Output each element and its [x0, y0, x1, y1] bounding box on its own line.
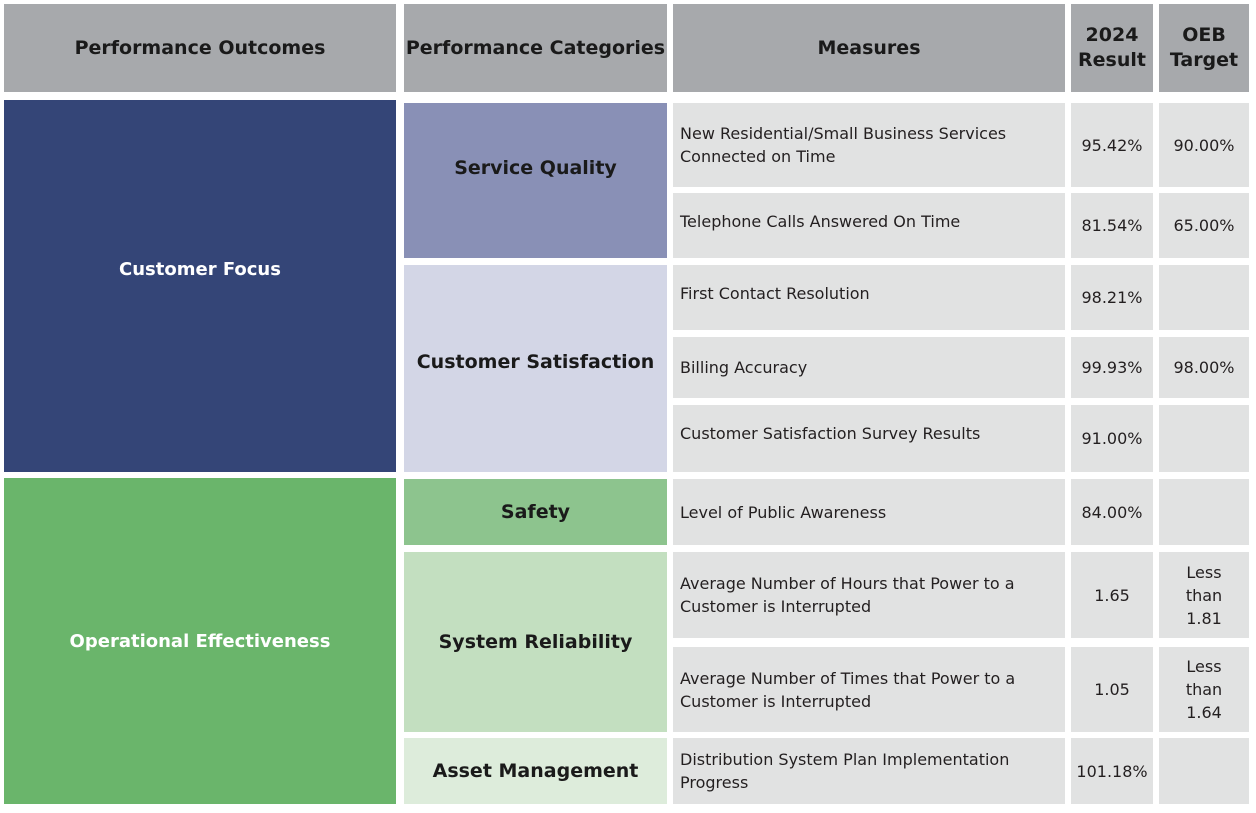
result-cell: 98.21%: [1071, 265, 1153, 330]
target-cell: [1159, 479, 1249, 545]
header-performance-outcomes: Performance Outcomes: [4, 4, 396, 92]
category-service-quality: Service Quality: [404, 103, 667, 258]
measure-public-awareness: Level of Public Awareness: [680, 502, 887, 522]
measure-customer-satisfaction-survey: Customer Satisfaction Survey Results: [680, 424, 981, 443]
category-customer-satisfaction: Customer Satisfaction: [404, 265, 667, 472]
result-value: 81.54%: [1081, 216, 1143, 235]
target-cell: Less than 1.81: [1159, 552, 1249, 638]
outcome-customer-focus: Customer Focus: [4, 100, 396, 472]
result-value: 95.42%: [1081, 135, 1143, 155]
result-cell: 84.00%: [1071, 479, 1153, 545]
result-cell: 81.54%: [1071, 193, 1153, 258]
measure-cell: Distribution System Plan Implementation …: [673, 738, 1065, 804]
measure-cell: Average Number of Hours that Power to a …: [673, 552, 1065, 638]
result-value: 1.05: [1094, 680, 1130, 699]
measure-cell: New Residential/Small Business Services …: [673, 103, 1065, 187]
measure-cell: Telephone Calls Answered On Time: [673, 193, 1065, 258]
header-target-line2: Target: [1169, 49, 1239, 71]
result-cell: 1.05: [1071, 647, 1153, 732]
measure-billing-accuracy: Billing Accuracy: [680, 358, 808, 377]
category-asset-management-label: Asset Management: [432, 760, 639, 782]
header-measures: Measures: [673, 4, 1065, 92]
category-safety-label: Safety: [500, 501, 571, 523]
header-oeb-target: OEB Target: [1159, 4, 1249, 92]
measure-cell: Customer Satisfaction Survey Results: [673, 405, 1065, 472]
result-value: 1.65: [1094, 585, 1130, 605]
result-value: 98.21%: [1081, 288, 1143, 307]
measure-cell: Billing Accuracy: [673, 337, 1065, 398]
result-value: 101.18%: [1076, 761, 1148, 781]
measure-telephone-calls: Telephone Calls Answered On Time: [680, 212, 961, 231]
result-value: 84.00%: [1081, 502, 1143, 522]
measure-cell: First Contact Resolution: [673, 265, 1065, 330]
target-value: Less than 1.81: [1185, 562, 1223, 628]
target-cell: [1159, 265, 1249, 330]
header-2024-result: 2024 Result: [1071, 4, 1153, 92]
header-result-line1: 2024: [1085, 24, 1139, 46]
target-cell: 90.00%: [1159, 103, 1249, 187]
outcome-operational-effectiveness: Operational Effectiveness: [4, 478, 396, 804]
category-safety: Safety: [404, 479, 667, 545]
target-value: Less than 1.64: [1185, 657, 1223, 722]
target-cell: [1159, 405, 1249, 472]
result-cell: 99.93%: [1071, 337, 1153, 398]
measure-new-residential-connections: New Residential/Small Business Services …: [680, 124, 1007, 166]
category-service-quality-label: Service Quality: [454, 156, 617, 179]
target-value: 98.00%: [1173, 358, 1235, 377]
target-value: 65.00%: [1173, 216, 1235, 235]
result-value: 99.93%: [1081, 358, 1143, 377]
measure-cell: Level of Public Awareness: [673, 479, 1065, 545]
measure-hours-interrupted: Average Number of Hours that Power to a …: [680, 574, 1015, 616]
result-cell: 91.00%: [1071, 405, 1153, 472]
category-customer-satisfaction-label: Customer Satisfaction: [416, 350, 655, 373]
header-performance-categories: Performance Categories: [404, 4, 667, 92]
category-system-reliability-label: System Reliability: [438, 631, 633, 653]
measure-dsp-implementation: Distribution System Plan Implementation …: [680, 750, 1010, 792]
header-result-line2: Result: [1078, 49, 1146, 71]
measure-first-contact-resolution: First Contact Resolution: [680, 284, 870, 303]
target-cell: 98.00%: [1159, 337, 1249, 398]
result-cell: 95.42%: [1071, 103, 1153, 187]
target-value: 90.00%: [1173, 135, 1235, 155]
result-cell: 101.18%: [1071, 738, 1153, 804]
result-cell: 1.65: [1071, 552, 1153, 638]
measure-times-interrupted: Average Number of Times that Power to a …: [680, 668, 1016, 711]
category-system-reliability: System Reliability: [404, 552, 667, 732]
outcome-operational-effectiveness-label: Operational Effectiveness: [69, 630, 331, 652]
target-cell: [1159, 738, 1249, 804]
measure-cell: Average Number of Times that Power to a …: [673, 647, 1065, 732]
header-target-line1: OEB: [1182, 24, 1226, 46]
category-asset-management: Asset Management: [404, 738, 667, 804]
outcome-customer-focus-label: Customer Focus: [119, 258, 281, 280]
target-cell: Less than 1.64: [1159, 647, 1249, 732]
target-cell: 65.00%: [1159, 193, 1249, 258]
result-value: 91.00%: [1081, 429, 1143, 448]
